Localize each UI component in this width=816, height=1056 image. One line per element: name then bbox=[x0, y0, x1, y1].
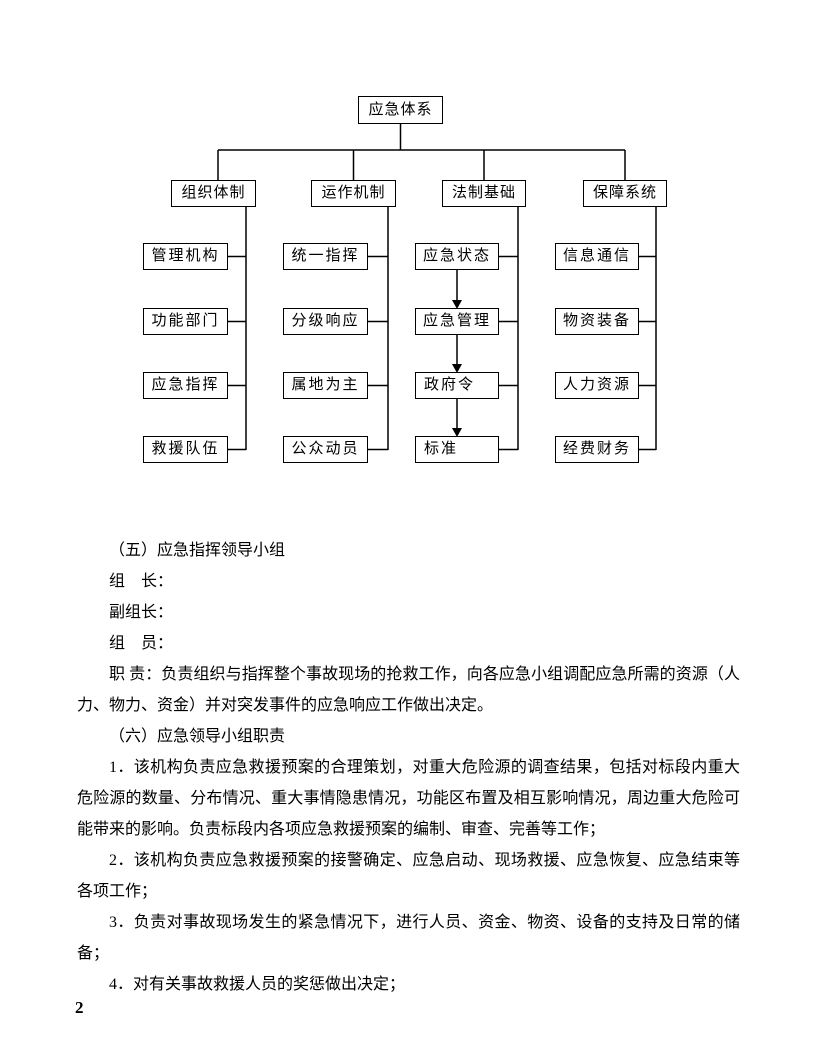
diagram-connector-lines bbox=[217, 124, 657, 451]
diagram-node-territorial: 属地为主 bbox=[283, 372, 368, 399]
line-deputy-leader: 副组长： bbox=[109, 604, 174, 621]
diagram-node-rescue-team: 救援队伍 bbox=[143, 436, 228, 463]
diagram-node-unified-command: 统一指挥 bbox=[283, 243, 368, 270]
diagram-node-public-mobilization: 公众动员 bbox=[283, 436, 368, 463]
diagram-node-funds-finance: 经费财务 bbox=[555, 436, 639, 463]
diagram-node-emergency-command: 应急指挥 bbox=[143, 372, 228, 399]
diagram-root-box: 应急体系 bbox=[358, 96, 443, 124]
diagram-node-material-equipment: 物资装备 bbox=[555, 308, 639, 335]
paragraph-duty: 职 责：负责组织与指挥整个事故现场的抢救工作，向各应急小组调配应急所需的资源（人… bbox=[77, 666, 740, 714]
paragraph-item-4: 4．对有关事故救援人员的奖惩做出决定； bbox=[109, 976, 406, 993]
diagram-node-government-order: 政府令 bbox=[415, 372, 499, 399]
body-text: （五）应急指挥领导小组 组 长： 副组长： 组 员： 职 责：负责组织与指挥整个… bbox=[77, 535, 740, 1000]
diagram-node-function-dept: 功能部门 bbox=[143, 308, 228, 335]
diagram-node-emergency-management: 应急管理 bbox=[415, 308, 499, 335]
line-group-leader: 组 长： bbox=[109, 573, 174, 590]
heading-section-6: （六）应急领导小组职责 bbox=[109, 728, 286, 745]
diagram-node-info-communication: 信息通信 bbox=[555, 243, 639, 270]
diagram-node-human-resources: 人力资源 bbox=[555, 372, 639, 399]
heading-section-5: （五）应急指挥领导小组 bbox=[109, 542, 286, 559]
paragraph-item-3: 3．负责对事故现场发生的紧急情况下，进行人员、资金、物资、设备的支持及日常的储备… bbox=[77, 914, 740, 962]
emergency-system-diagram: 应急体系 组织体制 运作机制 法制基础 保障系统 管理机构 功能部门 应急指挥 … bbox=[0, 0, 816, 490]
diagram-node-graded-response: 分级响应 bbox=[283, 308, 368, 335]
diagram-node-standard: 标准 bbox=[415, 436, 499, 463]
page-number: 2 bbox=[75, 998, 84, 1017]
paragraph-item-2: 2．该机构负责应急救援预案的接警确定、应急启动、现场救援、应急恢复、应急结束等各… bbox=[77, 852, 740, 900]
diagram-node-emergency-state: 应急状态 bbox=[415, 243, 499, 270]
paragraph-item-1: 1．该机构负责应急救援预案的合理策划，对重大危险源的调查结果，包括对标段内重大危… bbox=[77, 759, 740, 838]
line-group-members: 组 员： bbox=[109, 635, 174, 652]
diagram-branch-organization: 组织体制 bbox=[171, 180, 256, 207]
diagram-branch-legal: 法制基础 bbox=[442, 180, 526, 207]
diagram-node-management-org: 管理机构 bbox=[143, 243, 228, 270]
diagram-branch-support: 保障系统 bbox=[583, 180, 667, 207]
diagram-branch-operation: 运作机制 bbox=[311, 180, 396, 207]
